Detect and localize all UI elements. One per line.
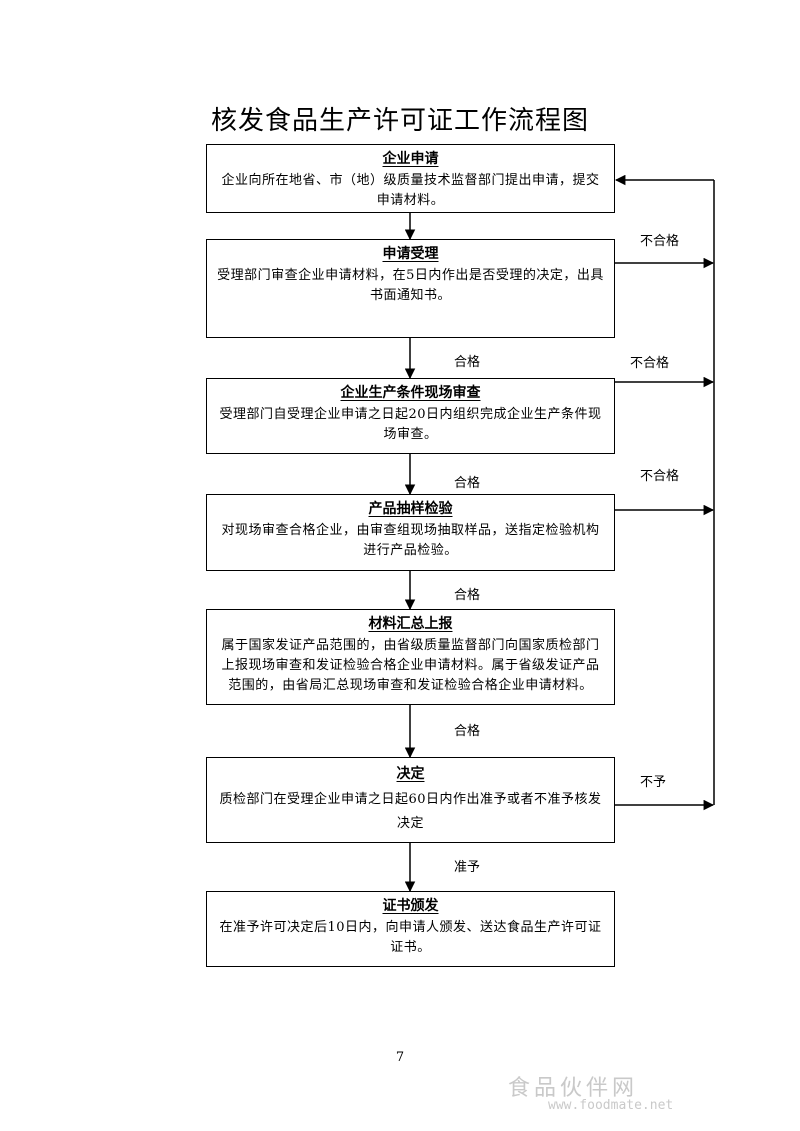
step-title: 材料汇总上报 — [368, 616, 453, 632]
step-desc: 质检部门在受理企业申请之日起60日内作出准予或者不准予核发决定 — [219, 792, 602, 831]
step-title: 企业申请 — [382, 151, 439, 167]
page-title: 核发食品生产许可证工作流程图 — [210, 106, 589, 136]
fail-label: 不合格 — [640, 469, 680, 484]
step-desc: 受理部门自受理企业申请之日起20日内组织完成企业生产条件现场审查。 — [219, 407, 602, 442]
watermark-url: www.foodmate.net — [548, 1098, 674, 1113]
pass-label: 合格 — [454, 355, 481, 370]
step-report: 材料汇总上报 属于国家发证产品范围的，由省级质量监督部门向国家质检部门上报现场审… — [206, 609, 615, 705]
fail-label: 不予 — [640, 775, 667, 790]
step-site-review: 企业生产条件现场审查 受理部门自受理企业申请之日起20日内组织完成企业生产条件现… — [206, 378, 615, 454]
step-decision: 决定 质检部门在受理企业申请之日起60日内作出准予或者不准予核发决定 — [206, 757, 615, 843]
step-sampling: 产品抽样检验 对现场审查合格企业，由审查组现场抽取样品，送指定检验机构进行产品检… — [206, 494, 615, 571]
step-issue: 证书颁发 在准予许可决定后10日内，向申请人颁发、送达食品生产许可证证书。 — [206, 891, 615, 967]
page-number: 7 — [395, 1050, 405, 1065]
fail-label: 不合格 — [640, 234, 680, 249]
step-desc: 属于国家发证产品范围的，由省级质量监督部门向国家质检部门上报现场审查和发证检验合… — [221, 638, 600, 693]
step-desc: 受理部门审查企业申请材料，在5日内作出是否受理的决定，出具书面通知书。 — [217, 268, 604, 303]
step-accept: 申请受理 受理部门审查企业申请材料，在5日内作出是否受理的决定，出具书面通知书。 — [206, 239, 615, 338]
watermark-name: 食品伙伴网 — [508, 1076, 639, 1101]
step-desc: 企业向所在地省、市（地）级质量技术监督部门提出申请，提交申请材料。 — [221, 173, 600, 208]
step-desc: 对现场审查合格企业，由审查组现场抽取样品，送指定检验机构进行产品检验。 — [221, 523, 600, 558]
pass-label: 合格 — [454, 724, 481, 739]
step-title: 申请受理 — [382, 246, 439, 262]
fail-label: 不合格 — [630, 356, 670, 371]
pass-label: 合格 — [454, 588, 481, 603]
step-title: 产品抽样检验 — [368, 501, 453, 517]
pass-label: 准予 — [454, 860, 481, 875]
step-desc: 在准予许可决定后10日内，向申请人颁发、送达食品生产许可证证书。 — [219, 920, 602, 955]
pass-label: 合格 — [454, 476, 481, 491]
step-apply: 企业申请 企业向所在地省、市（地）级质量技术监督部门提出申请，提交申请材料。 — [206, 144, 615, 213]
step-title: 证书颁发 — [382, 898, 439, 914]
step-title: 决定 — [396, 766, 425, 782]
step-title: 企业生产条件现场审查 — [340, 385, 481, 401]
